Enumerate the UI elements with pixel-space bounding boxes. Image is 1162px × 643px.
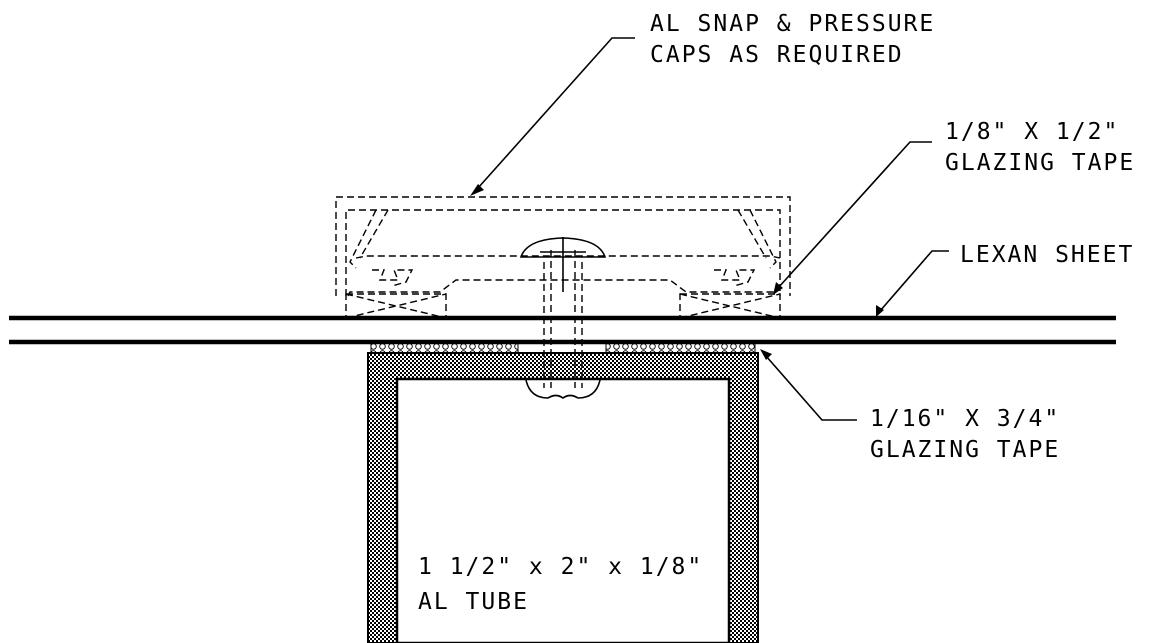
lexan-label: LEXAN SHEET	[960, 242, 1134, 268]
screw	[519, 237, 607, 399]
bottom-tape-label-line2: GLAZING TAPE	[870, 437, 1060, 463]
cap-label-line2: CAPS AS REQUIRED	[650, 42, 904, 68]
leader-bottom-tape	[760, 349, 857, 421]
tube-label-line1: 1 1/2" x 2" x 1/8"	[418, 554, 703, 580]
top-tape-label-line1: 1/8" X 1/2"	[945, 119, 1119, 145]
leader-top-tape	[773, 141, 932, 295]
bottom-tape-label-line1: 1/16" X 3/4"	[870, 406, 1060, 432]
top-tape-label-line2: GLAZING TAPE	[945, 150, 1135, 176]
cap-label-line1: AL SNAP & PRESSURE	[650, 11, 935, 37]
tube-label-line2: AL TUBE	[418, 589, 529, 615]
leader-cap	[470, 37, 635, 196]
al-tube	[367, 352, 759, 643]
lexan-sheet	[9, 315, 1116, 345]
bottom-glazing-tape	[370, 342, 756, 354]
snap-cap	[335, 196, 791, 319]
leader-lexan	[876, 250, 949, 317]
